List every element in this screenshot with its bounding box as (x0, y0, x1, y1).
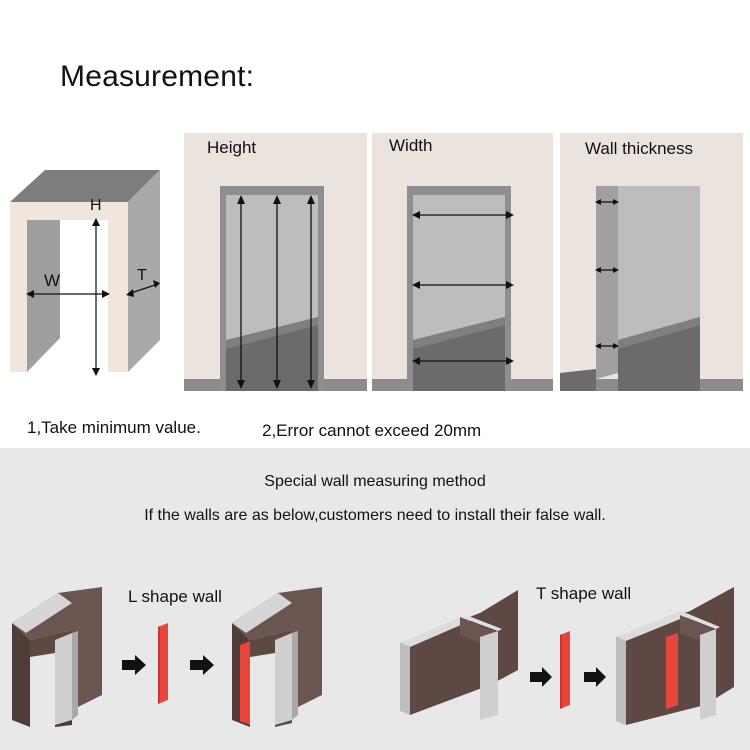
t-shape-result-wall (616, 587, 734, 725)
special-heading: Special wall measuring method (264, 473, 486, 490)
frame-front-face (10, 202, 128, 372)
width-panel (372, 133, 553, 391)
l-shape-existing-wall (12, 587, 102, 727)
l-false-wall-piece (158, 623, 168, 704)
special-instruction: If the walls are as below,customers need… (144, 507, 606, 524)
t-shape-wall-diagram (400, 587, 734, 725)
t-arrow-1 (530, 667, 552, 687)
l-shape-wall-diagram (12, 587, 322, 727)
frame-side-face (128, 170, 160, 372)
l-shape-result-wall (232, 587, 322, 727)
t-false-wall-piece (560, 631, 570, 709)
height-panel (184, 133, 367, 391)
t-arrow-2 (584, 667, 606, 687)
t-shape-existing-wall (400, 590, 518, 720)
width-marker-label: W (44, 271, 60, 290)
frame-inner-left (27, 220, 60, 372)
frame-top-face (10, 170, 160, 202)
door-frame-3d-diagram: H W T (10, 170, 160, 376)
l-arrow-2 (190, 655, 214, 675)
l-shape-wall-label: L shape wall (128, 587, 222, 606)
wall-thickness-panel (560, 133, 743, 391)
t-shape-wall-label: T shape wall (536, 584, 632, 603)
height-panel-label: Height (207, 138, 257, 157)
width-panel-label: Width (389, 136, 433, 155)
l-arrow-1 (122, 655, 146, 675)
note-minimum-value: 1,Take minimum value. (27, 418, 201, 437)
note-error-tolerance: 2,Error cannot exceed 20mm (262, 421, 482, 440)
wall-thickness-panel-label: Wall thickness (585, 139, 694, 158)
page-title: Measurement: (60, 60, 255, 93)
height-marker-label: H (90, 197, 102, 214)
thickness-marker-label: T (137, 267, 147, 284)
